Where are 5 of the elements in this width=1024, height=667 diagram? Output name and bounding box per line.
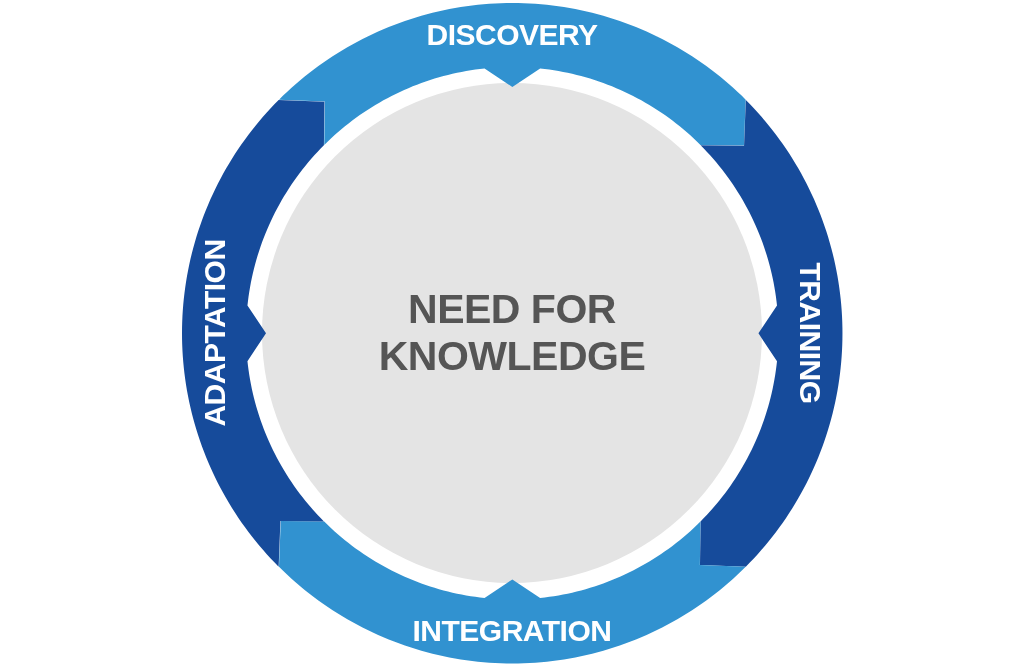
stage-label: ADAPTATION [197,239,232,427]
stage-label: DISCOVERY [426,18,598,52]
center-label: NEED FOR KNOWLEDGE [377,285,647,381]
stage-label: TRAINING [793,262,827,404]
stage-label: INTEGRATION [412,614,612,648]
